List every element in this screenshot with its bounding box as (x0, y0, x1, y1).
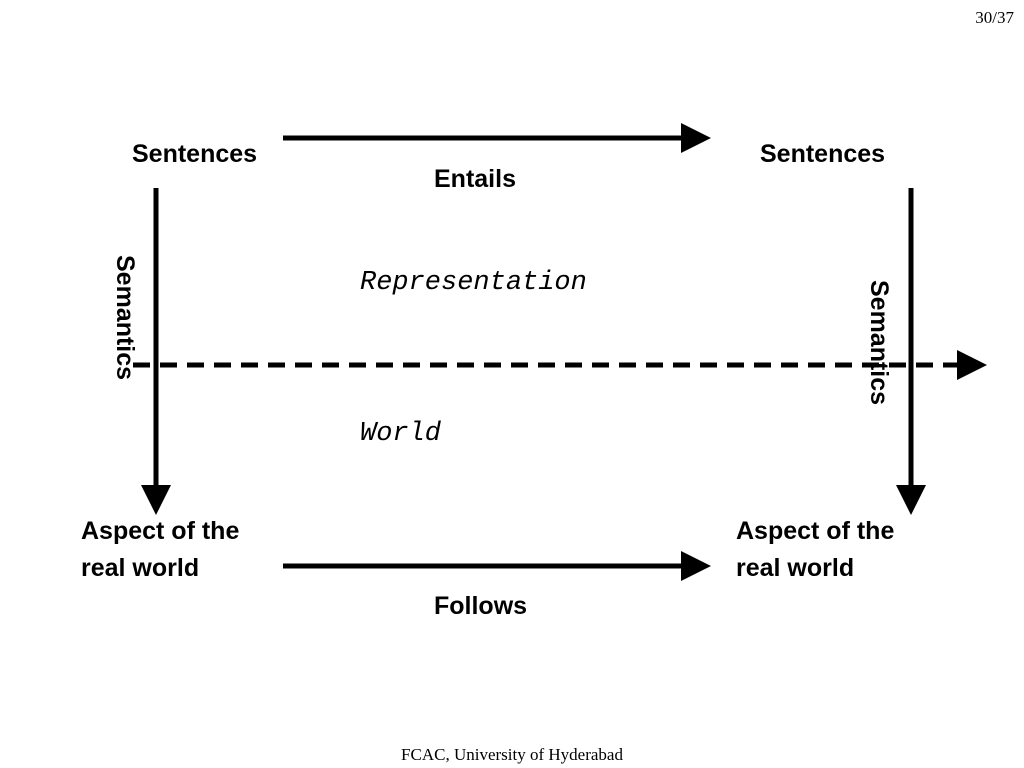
bottom-right-aspect-label-line1: Aspect of the (736, 517, 894, 545)
follows-label: Follows (434, 592, 527, 620)
page-number: 30/37 (975, 8, 1014, 27)
bottom-left-aspect-label-line2: real world (81, 554, 199, 582)
bottom-right-aspect-label-line2: real world (736, 554, 854, 582)
left-semantics-label: Semantics (111, 255, 139, 380)
entails-label: Entails (434, 165, 516, 193)
world-label: World (360, 419, 442, 449)
top-right-sentences-label: Sentences (760, 140, 885, 168)
entailment-diagram: Sentences Sentences Aspect of the real w… (81, 123, 987, 620)
representation-label: Representation (360, 268, 587, 298)
footer-institution: FCAC, University of Hyderabad (401, 745, 623, 764)
bottom-left-aspect-label-line1: Aspect of the (81, 517, 239, 545)
top-left-sentences-label: Sentences (132, 140, 257, 168)
right-semantics-label: Semantics (865, 280, 893, 405)
